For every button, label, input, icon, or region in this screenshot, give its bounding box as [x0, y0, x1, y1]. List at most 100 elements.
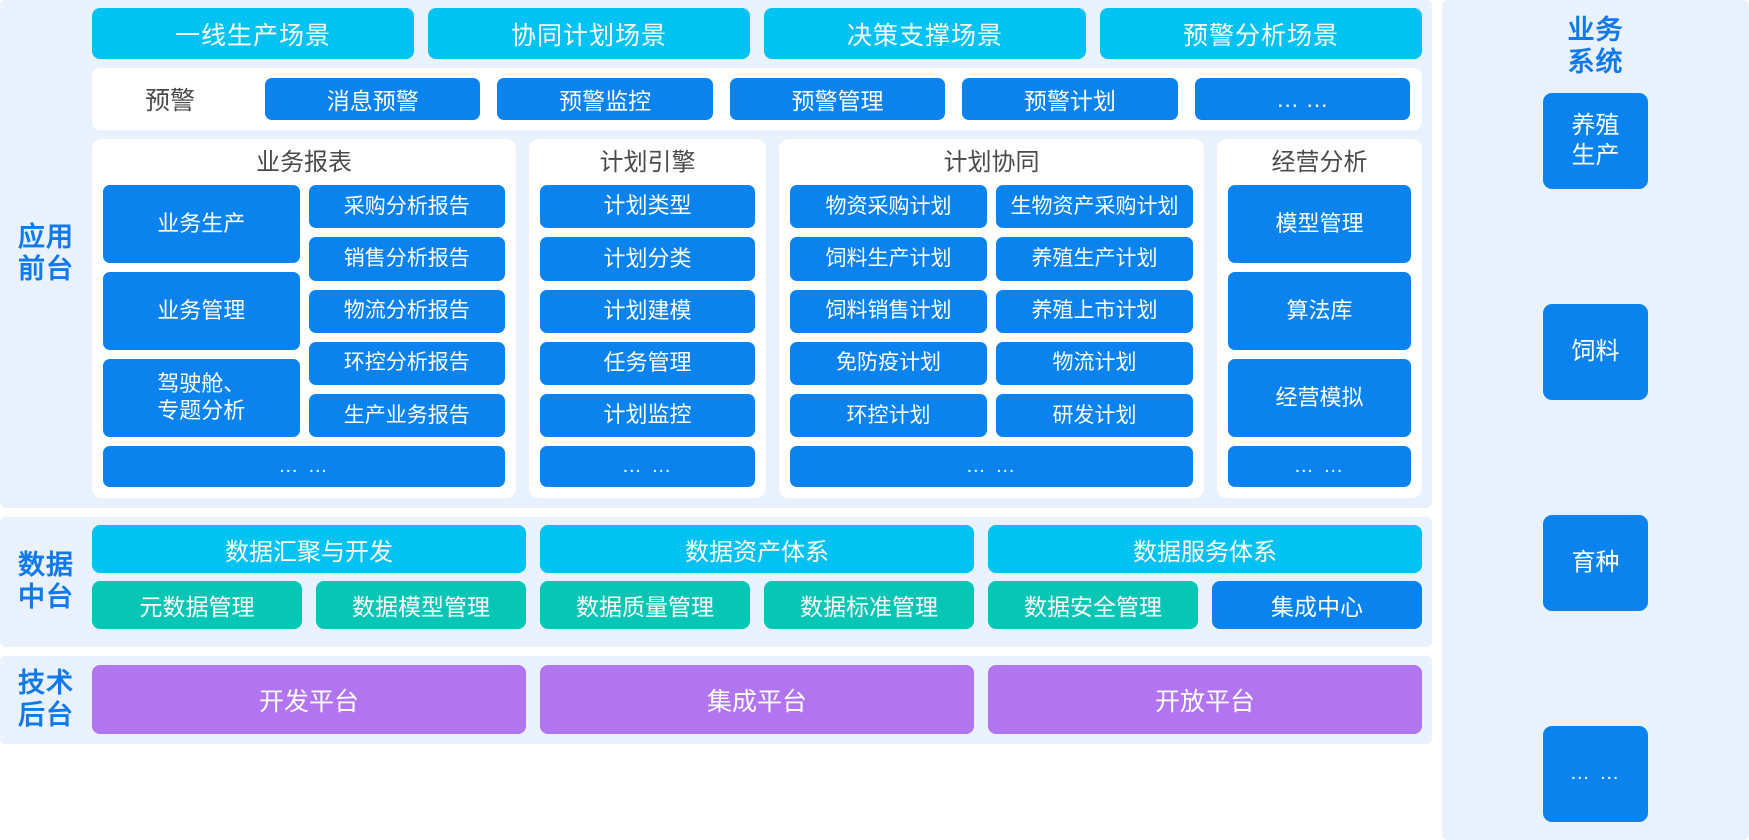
tech-backend-label-line1: 技术 [18, 668, 74, 699]
sys-chip-breeding[interactable]: 育种 [1543, 514, 1648, 611]
panel-plan-engine-more[interactable]: … … [540, 446, 755, 487]
chip-data-quality-management[interactable]: 数据质量管理 [540, 581, 750, 629]
data-platform-bottom-row: 元数据管理 数据模型管理 数据质量管理 数据标准管理 数据安全管理 集成中心 [92, 581, 1422, 629]
alert-chip-alert-monitoring[interactable]: 预警监控 [497, 78, 713, 120]
sys-chip-feed[interactable]: 饲料 [1543, 303, 1648, 400]
chip-metadata-management[interactable]: 元数据管理 [92, 581, 302, 629]
data-platform-label-line2: 中台 [18, 582, 74, 612]
cell-business-management[interactable]: 业务管理 [103, 272, 300, 351]
alert-chip-alert-management[interactable]: 预警管理 [729, 78, 946, 120]
cell-model-management[interactable]: 模型管理 [1228, 185, 1411, 264]
business-systems-sidebar: 业务 系统 养殖 生产 饲料 育种 … … [1442, 0, 1749, 840]
application-layer-label: 应用 前台 [0, 0, 92, 508]
cell-breeding-production-plan[interactable]: 养殖生产计划 [996, 237, 1193, 281]
cell-production-business-report[interactable]: 生产业务报告 [308, 393, 505, 437]
panel-business-analysis: 经营分析 模型管理 算法库 经营模拟 … … [1217, 139, 1422, 498]
cell-bio-asset-purchase-plan[interactable]: 生物资产采购计划 [996, 185, 1193, 229]
application-layer-body: 一线生产场景 协同计划场景 决策支撑场景 预警分析场景 预警 消息预警 预警监控… [92, 0, 1432, 508]
cell-feed-sales-plan[interactable]: 饲料销售计划 [790, 289, 987, 333]
chip-development-platform[interactable]: 开发平台 [92, 665, 526, 734]
panel-plan-collaboration-grid: 物资采购计划 饲料生产计划 饲料销售计划 免防疫计划 环控计划 生物资产采购计划… [790, 185, 1193, 437]
alert-row-title: 预警 [144, 87, 195, 115]
cell-cockpit-topic-analysis[interactable]: 驾驶舱、 专题分析 [103, 359, 300, 437]
panel-plan-engine-grid: 计划类型 计划分类 计划建模 任务管理 计划监控 [540, 185, 755, 437]
cell-purchase-analysis-report[interactable]: 采购分析报告 [308, 185, 505, 229]
cell-plan-monitoring[interactable]: 计划监控 [540, 393, 755, 437]
scene-chip-alert-analysis[interactable]: 预警分析场景 [1100, 8, 1422, 59]
alert-chip-message-alert[interactable]: 消息预警 [265, 78, 481, 120]
panel-business-report-title: 业务报表 [256, 149, 352, 176]
chip-open-platform[interactable]: 开放平台 [988, 665, 1422, 734]
application-layer-band: 应用 前台 一线生产场景 协同计划场景 决策支撑场景 预警分析场景 预警 消息预… [0, 0, 1432, 508]
cell-plan-modeling[interactable]: 计划建模 [540, 289, 755, 333]
business-systems-title-line1: 业务 [1567, 15, 1624, 45]
scene-chip-decision-support[interactable]: 决策支撑场景 [764, 8, 1086, 59]
panel-business-report-more[interactable]: … … [103, 446, 505, 487]
tech-backend-layer-body: 开发平台 集成平台 开放平台 [92, 656, 1432, 744]
panel-business-analysis-column: 模型管理 算法库 经营模拟 [1228, 185, 1411, 437]
cell-logistics-plan[interactable]: 物流计划 [996, 341, 1193, 385]
cell-env-control-analysis-report[interactable]: 环控分析报告 [308, 341, 505, 385]
tech-platform-row: 开发平台 集成平台 开放平台 [92, 665, 1422, 734]
chip-data-model-management[interactable]: 数据模型管理 [316, 581, 526, 629]
panel-business-report-grid: 业务生产 业务管理 驾驶舱、 专题分析 采购分析报告 销售分析报告 物流分析报告… [103, 185, 505, 437]
panel-business-analysis-title: 经营分析 [1271, 149, 1368, 176]
panel-plan-collaboration-right-column: 生物资产采购计划 养殖生产计划 养殖上市计划 物流计划 研发计划 [996, 185, 1193, 437]
chip-data-aggregation-development[interactable]: 数据汇聚与开发 [92, 525, 526, 573]
application-layer-label-line1: 应用 [18, 222, 74, 253]
cell-material-purchase-plan[interactable]: 物资采购计划 [790, 185, 987, 229]
panel-plan-collaboration-more[interactable]: … … [790, 446, 1193, 487]
panel-business-report-right-column: 采购分析报告 销售分析报告 物流分析报告 环控分析报告 生产业务报告 [308, 185, 505, 437]
panel-plan-collaboration-left-column: 物资采购计划 饲料生产计划 饲料销售计划 免防疫计划 环控计划 [790, 185, 987, 437]
cell-env-control-plan[interactable]: 环控计划 [790, 393, 987, 437]
data-platform-top-row: 数据汇聚与开发 数据资产体系 数据服务体系 [92, 525, 1422, 573]
tech-backend-layer-label: 技术 后台 [0, 656, 92, 744]
cell-plan-category[interactable]: 计划分类 [540, 237, 755, 281]
panel-plan-collaboration-title: 计划协同 [943, 149, 1040, 176]
cell-rd-plan[interactable]: 研发计划 [996, 393, 1193, 437]
business-systems-title: 业务 系统 [1568, 14, 1624, 79]
application-panels-row: 业务报表 业务生产 业务管理 驾驶舱、 专题分析 采购分析报告 销售分析报告 物… [92, 139, 1422, 498]
panel-business-analysis-more[interactable]: … … [1228, 446, 1411, 487]
scene-chip-collaborative-plan[interactable]: 协同计划场景 [428, 8, 750, 59]
application-layer-label-line2: 前台 [18, 254, 74, 284]
panel-plan-collaboration: 计划协同 物资采购计划 饲料生产计划 饲料销售计划 免防疫计划 环控计划 生物资… [779, 139, 1204, 498]
chip-integration-center[interactable]: 集成中心 [1212, 581, 1422, 629]
panel-business-analysis-grid: 模型管理 算法库 经营模拟 [1228, 185, 1411, 437]
chip-data-asset-system[interactable]: 数据资产体系 [540, 525, 974, 573]
cell-sales-analysis-report[interactable]: 销售分析报告 [308, 237, 505, 281]
panel-plan-engine: 计划引擎 计划类型 计划分类 计划建模 任务管理 计划监控 … … [529, 139, 766, 498]
cell-plan-type[interactable]: 计划类型 [540, 185, 755, 229]
cell-task-management[interactable]: 任务管理 [540, 341, 755, 385]
alert-chip-more[interactable]: … … [1194, 78, 1411, 120]
cell-breeding-market-plan[interactable]: 养殖上市计划 [996, 289, 1193, 333]
cell-immunization-plan[interactable]: 免防疫计划 [790, 341, 987, 385]
chip-data-security-management[interactable]: 数据安全管理 [988, 581, 1198, 629]
chip-data-service-system[interactable]: 数据服务体系 [988, 525, 1422, 573]
panel-plan-engine-column: 计划类型 计划分类 计划建模 任务管理 计划监控 [540, 185, 755, 437]
data-platform-layer-body: 数据汇聚与开发 数据资产体系 数据服务体系 元数据管理 数据模型管理 数据质量管… [92, 517, 1432, 647]
cell-business-simulation[interactable]: 经营模拟 [1228, 359, 1411, 437]
sys-chip-breeding-production[interactable]: 养殖 生产 [1543, 92, 1648, 189]
business-systems-list: 养殖 生产 饲料 育种 … … [1442, 92, 1749, 826]
panel-plan-engine-title: 计划引擎 [599, 149, 696, 176]
scenes-row: 一线生产场景 协同计划场景 决策支撑场景 预警分析场景 [92, 8, 1422, 59]
tech-backend-label-line2: 后台 [18, 700, 74, 730]
sys-chip-more[interactable]: … … [1543, 725, 1648, 822]
panel-business-report: 业务报表 业务生产 业务管理 驾驶舱、 专题分析 采购分析报告 销售分析报告 物… [92, 139, 516, 498]
panel-business-report-left-column: 业务生产 业务管理 驾驶舱、 专题分析 [103, 185, 300, 437]
data-platform-layer-band: 数据 中台 数据汇聚与开发 数据资产体系 数据服务体系 元数据管理 数据模型管理… [0, 517, 1432, 647]
alert-row: 预警 消息预警 预警监控 预警管理 预警计划 … … [92, 68, 1422, 130]
scene-chip-frontline-production[interactable]: 一线生产场景 [92, 8, 414, 59]
data-platform-layer-label: 数据 中台 [0, 517, 92, 647]
cell-business-production[interactable]: 业务生产 [103, 185, 300, 264]
main-layers-column: 应用 前台 一线生产场景 协同计划场景 决策支撑场景 预警分析场景 预警 消息预… [0, 0, 1432, 744]
cell-algorithm-library[interactable]: 算法库 [1228, 272, 1411, 351]
cell-feed-production-plan[interactable]: 饲料生产计划 [790, 237, 987, 281]
alert-chip-alert-plan[interactable]: 预警计划 [962, 78, 1178, 120]
chip-integration-platform[interactable]: 集成平台 [540, 665, 974, 734]
business-systems-title-line2: 系统 [1567, 47, 1624, 78]
cell-logistics-analysis-report[interactable]: 物流分析报告 [308, 289, 505, 333]
chip-data-standard-management[interactable]: 数据标准管理 [764, 581, 974, 629]
